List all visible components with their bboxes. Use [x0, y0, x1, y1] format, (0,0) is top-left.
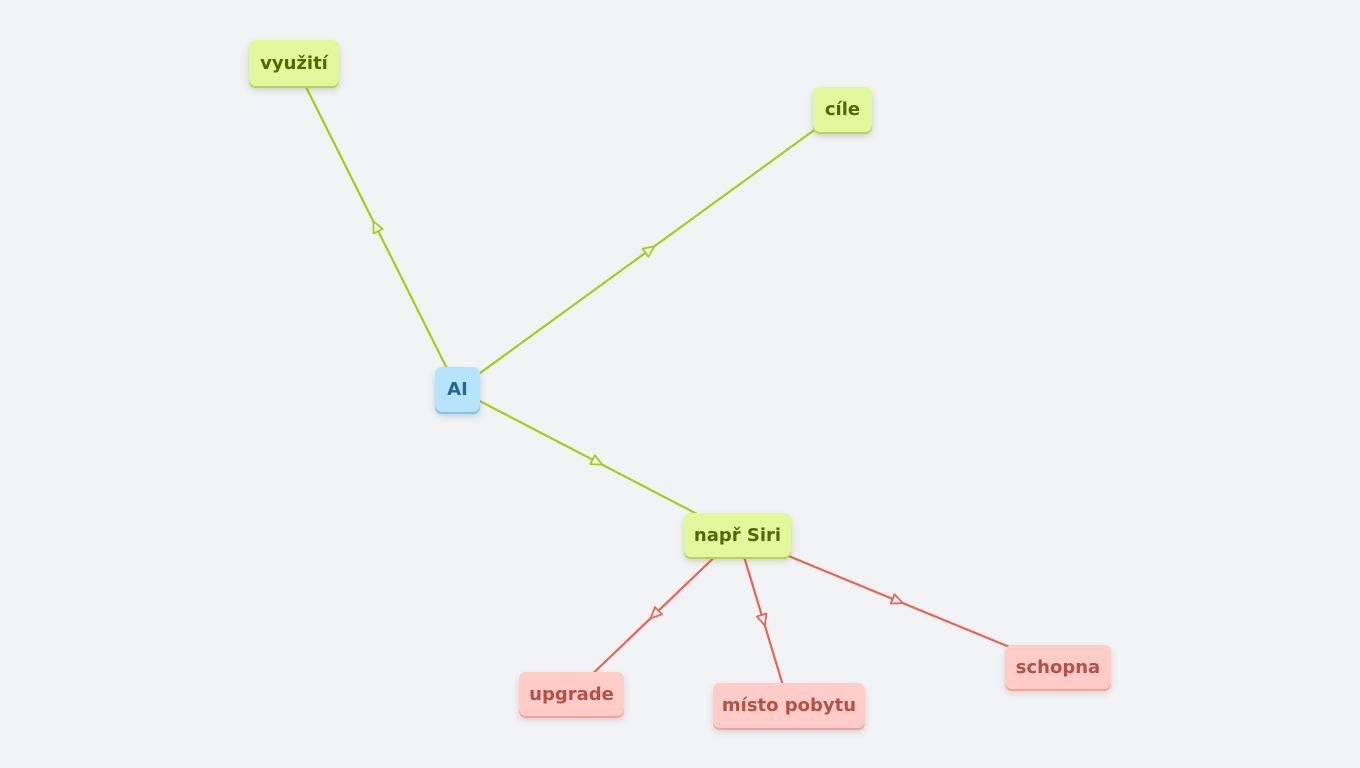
arrow-icon: [589, 454, 604, 466]
node-label: využití: [260, 52, 328, 74]
node-label: místo pobytu: [721, 695, 857, 716]
arrow-icon: [889, 593, 904, 605]
node-upgrade[interactable]: upgrade: [519, 672, 624, 716]
node-siri[interactable]: např Siri: [684, 513, 791, 557]
node-cile[interactable]: cíle: [813, 87, 872, 132]
arrow-icon: [755, 612, 768, 627]
node-label: AI: [447, 379, 468, 400]
arrow-icon: [641, 245, 656, 258]
node-label: cíle: [824, 99, 861, 120]
node-label: např Siri: [693, 524, 782, 546]
node-label: schopna: [1015, 656, 1101, 678]
node-misto-pobytu[interactable]: místo pobytu: [713, 683, 865, 728]
node-label: upgrade: [529, 683, 614, 705]
arrow-icon: [372, 220, 384, 235]
arrow-icon: [649, 606, 663, 620]
node-schopna[interactable]: schopna: [1005, 645, 1111, 689]
node-vyuziti[interactable]: využití: [249, 40, 339, 86]
node-ai[interactable]: AI: [435, 367, 480, 412]
